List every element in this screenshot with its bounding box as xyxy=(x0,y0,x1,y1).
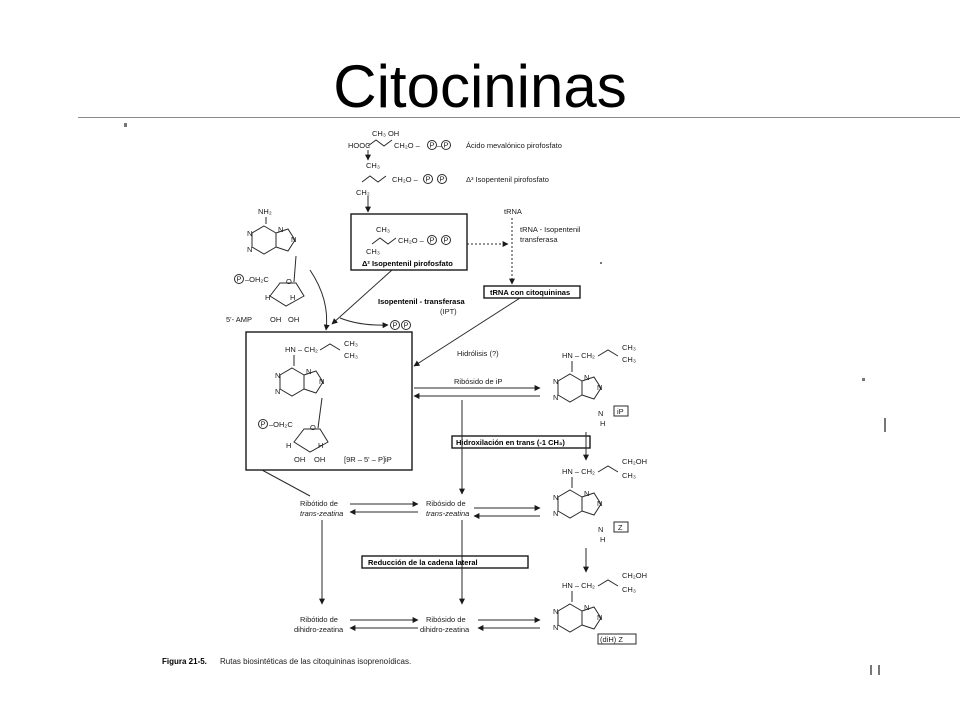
ip-ribotide-label: [9R – 5' – P]iP xyxy=(344,455,392,464)
z-label: Z xyxy=(618,523,623,532)
zeatin-base-structure: HN – CH₂ CH₂OH CH₃ N H xyxy=(552,457,647,544)
mevalonic-acid-structure: HOOC CH₃ OH CH₂O – P – P xyxy=(348,129,451,150)
svg-text:H: H xyxy=(318,441,323,450)
svg-text:P: P xyxy=(237,275,242,284)
hydroxylation-box xyxy=(451,435,591,449)
svg-text:P: P xyxy=(444,141,449,150)
title-divider xyxy=(78,117,960,118)
svg-text:N: N xyxy=(598,525,603,534)
svg-text:P: P xyxy=(426,175,431,184)
isopentenyl-d3-structure: CH₃ CH₂O – P P CH₂ xyxy=(356,161,447,197)
svg-text:CH₃: CH₃ xyxy=(622,355,636,364)
svg-text:N: N xyxy=(598,409,603,418)
svg-text:CH₂O –: CH₂O – xyxy=(392,175,419,184)
ip-ribotide-structure: HN – CH₂ CH₃ CH₃ P –OH₂C O H H OH OH xyxy=(258,339,358,464)
svg-text:H: H xyxy=(265,293,270,302)
isopentenyl-d2-box xyxy=(350,213,468,271)
trna-product-label: tRNA con citoquininas xyxy=(490,288,570,297)
ipt-enzyme-line1: Isopentenil - transferasa xyxy=(378,297,466,306)
isopentenyl-d2-structure: CH₃ CH₂O – P P CH₃ xyxy=(366,225,451,256)
svg-text:CH₂O –: CH₂O – xyxy=(398,236,425,245)
ipt-enzyme-line2: (IPT) xyxy=(440,307,457,316)
reduction-label: Reducción de la cadena lateral xyxy=(368,558,478,567)
dihydrozeatin-base-structure: HN – CH₂ CH₂OH CH₃ xyxy=(552,571,647,645)
svg-text:OH: OH xyxy=(294,455,305,464)
svg-text:H: H xyxy=(600,535,605,544)
svg-text:HN – CH₂: HN – CH₂ xyxy=(562,581,595,590)
amp-structure: NH₂ P –OH₂C O H H OH OH xyxy=(234,207,305,324)
scan-specks xyxy=(124,123,886,675)
svg-text:P: P xyxy=(404,321,409,330)
trna-label: tRNA xyxy=(504,207,522,216)
riboside-ip-label: Ribósido de iP xyxy=(454,377,502,386)
svg-text:CH₃: CH₃ xyxy=(622,471,636,480)
svg-text:H: H xyxy=(290,293,295,302)
svg-text:CH₃: CH₃ xyxy=(622,343,636,352)
svg-text:OH: OH xyxy=(314,455,325,464)
slide-title: Citocininas xyxy=(333,53,627,120)
svg-text:P: P xyxy=(430,236,435,245)
dihz-label: (diH) Z xyxy=(600,635,623,644)
svg-text:H: H xyxy=(286,441,291,450)
trna-enzyme-line1: tRNA - Isopentenil xyxy=(520,225,581,234)
svg-text:CH₃: CH₃ xyxy=(344,351,358,360)
riboside-trans-line2: trans-zeatina xyxy=(426,509,469,518)
hydrolysis-label: Hidrólisis (?) xyxy=(457,349,499,358)
svg-text:CH₂: CH₂ xyxy=(356,188,370,197)
ip-ribotide-box xyxy=(245,331,413,471)
isopentenyl-d2-label: Δ² Isopentenil pirofosfato xyxy=(362,259,453,268)
svg-text:CH₃: CH₃ xyxy=(344,339,358,348)
svg-text:P: P xyxy=(444,236,449,245)
svg-text:P: P xyxy=(393,321,398,330)
svg-text:CH₂O –: CH₂O – xyxy=(394,141,421,150)
svg-text:O: O xyxy=(286,277,292,286)
svg-text:CH₃: CH₃ xyxy=(622,585,636,594)
riboside-trans-line1: Ribósido de xyxy=(426,499,466,508)
svg-text:HOOC: HOOC xyxy=(348,141,371,150)
svg-text:CH₃: CH₃ xyxy=(376,225,390,234)
svg-text:CH₂OH: CH₂OH xyxy=(622,457,647,466)
svg-text:HN – CH₂: HN – CH₂ xyxy=(562,351,595,360)
hydroxylation-label: Hidroxilación en trans (-1 CH₃) xyxy=(456,438,565,447)
svg-text:CH₃ OH: CH₃ OH xyxy=(372,129,399,138)
svg-text:NH₂: NH₂ xyxy=(258,207,272,216)
figure-caption-number: Figura 21-5. xyxy=(162,657,207,666)
svg-text:H: H xyxy=(600,419,605,428)
ribotide-dih-line1: Ribótido de xyxy=(300,615,338,624)
svg-text:–: – xyxy=(437,141,442,150)
svg-text:CH₂OH: CH₂OH xyxy=(622,571,647,580)
svg-text:CH₃: CH₃ xyxy=(366,161,380,170)
isopentenyl-d3-label: Δ³ Isopentenil pirofosfato xyxy=(466,175,549,184)
trna-enzyme-line2: transferasa xyxy=(520,235,558,244)
ip-base-structure: HN – CH₂ CH₃ CH₃ N H xyxy=(552,343,636,428)
svg-text:–OH₂C: –OH₂C xyxy=(245,275,269,284)
mevalonic-label: Ácido mevalónico pirofosfato xyxy=(466,141,562,150)
svg-text:CH₃: CH₃ xyxy=(366,247,380,256)
trna-product-box xyxy=(483,285,581,299)
svg-text:P: P xyxy=(430,141,435,150)
ip-label: iP xyxy=(617,407,624,416)
riboside-dih-line1: Ribósido de xyxy=(426,615,466,624)
svg-text:OH: OH xyxy=(288,315,299,324)
reduction-box xyxy=(361,555,529,569)
svg-text:–OH₂C: –OH₂C xyxy=(269,420,293,429)
svg-text:P: P xyxy=(440,175,445,184)
svg-text:HN – CH₂: HN – CH₂ xyxy=(562,467,595,476)
svg-text:OH: OH xyxy=(270,315,281,324)
svg-text:O: O xyxy=(310,423,316,432)
figure-caption-text: Rutas biosintéticas de las citoquininas … xyxy=(220,657,411,666)
svg-text:HN – CH₂: HN – CH₂ xyxy=(285,345,318,354)
riboside-dih-line2: dihidro-zeatina xyxy=(420,625,470,634)
svg-text:P: P xyxy=(261,420,266,429)
ribotide-trans-line1: Ribótido de xyxy=(300,499,338,508)
ribotide-trans-line2: trans-zeatina xyxy=(300,509,343,518)
ribotide-dih-line2: dihidro-zeatina xyxy=(294,625,344,634)
amp-label: 5'- AMP xyxy=(226,315,252,324)
